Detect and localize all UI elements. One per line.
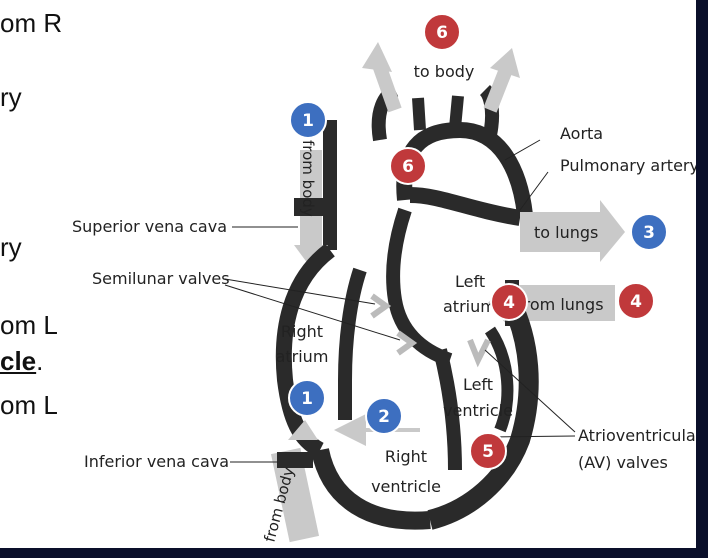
septum xyxy=(338,267,367,420)
semilunar-valve-2 xyxy=(396,330,418,356)
label-left-ventricle-1: Left xyxy=(463,375,493,394)
svg-text:6: 6 xyxy=(402,157,414,177)
leader-semilunar-1 xyxy=(224,278,376,305)
label-left-atrium-1: Left xyxy=(455,272,485,291)
label-av-valves-1: Atrioventricular xyxy=(578,426,696,445)
slide-text-line-1: om R xyxy=(0,8,63,38)
svg-text:4: 4 xyxy=(630,292,642,312)
slide-text-line-5: cle. xyxy=(0,346,43,377)
svc-clamp xyxy=(294,198,328,216)
dark-frame-right xyxy=(696,0,708,558)
aorta-branch-mid-right xyxy=(449,95,464,129)
svg-text:1: 1 xyxy=(302,111,314,131)
label-semilunar-valves: Semilunar valves xyxy=(92,269,230,288)
arrow-head-left xyxy=(362,42,392,72)
aorta-branch-mid-left xyxy=(412,97,426,131)
badge-6-mid: 6 xyxy=(389,147,427,185)
leader-aorta xyxy=(504,139,541,161)
label-superior-vena-cava: Superior vena cava xyxy=(72,217,227,236)
label-left-atrium-2: atrium xyxy=(443,297,496,316)
av-valve xyxy=(467,338,491,368)
label-left-ventricle-2: ventricle xyxy=(443,401,513,420)
slide-text-period: . xyxy=(36,346,44,376)
left-atrium-wall xyxy=(386,207,453,367)
badge-1-bottom: 1 xyxy=(288,379,326,417)
badge-1-top: 1 xyxy=(289,101,327,139)
semilunar-valve-1 xyxy=(370,293,392,319)
slide-text-line-2: ry xyxy=(0,82,22,112)
badge-4-outer: 4 xyxy=(617,282,655,320)
ventricle-septum xyxy=(433,348,462,471)
dark-frame-bottom xyxy=(0,548,708,558)
pulmonary-artery xyxy=(409,187,522,226)
slide: om R ry ry om L cle. om L xyxy=(0,0,696,548)
label-inferior-vena-cava: Inferior vena cava xyxy=(84,452,229,471)
to-lungs-arrow-head xyxy=(600,200,625,262)
label-to-lungs: to lungs xyxy=(534,223,598,242)
svg-text:1: 1 xyxy=(301,389,313,409)
label-aorta: Aorta xyxy=(560,124,603,143)
arrow-head-right xyxy=(490,48,520,78)
slide-text-line-4: om L xyxy=(0,310,58,340)
left-ventricle-outer xyxy=(427,295,539,530)
badge-6-top: 6 xyxy=(423,13,461,51)
badge-4-inner: 4 xyxy=(490,283,528,321)
svg-text:3: 3 xyxy=(643,223,655,243)
ivc-arrow-body xyxy=(270,447,320,543)
leader-av-1 xyxy=(484,349,576,433)
svg-text:4: 4 xyxy=(503,293,515,313)
slide-text-underlined-word: cle xyxy=(0,346,37,376)
label-pulmonary-artery: Pulmonary artery xyxy=(560,156,696,175)
left-ventricle-inner xyxy=(484,326,514,433)
ivc-arrow-head xyxy=(288,420,318,440)
label-av-valves-2: (AV) valves xyxy=(578,453,668,472)
badge-3: 3 xyxy=(630,213,668,251)
svg-text:2: 2 xyxy=(378,407,390,427)
label-from-body-top: from body xyxy=(299,140,317,217)
badge-2: 2 xyxy=(365,397,403,435)
slide-text-line-3: ry xyxy=(0,232,22,262)
slide-text-line-6: om L xyxy=(0,390,58,420)
label-from-lungs: from lungs xyxy=(518,295,604,314)
arrow-to-body-right xyxy=(483,69,512,113)
label-right-atrium-1: Right xyxy=(281,322,323,341)
leader-pulmonary xyxy=(519,171,549,211)
svg-text:5: 5 xyxy=(482,442,494,462)
svg-text:6: 6 xyxy=(436,23,448,43)
label-right-ventricle-2: ventricle xyxy=(371,477,441,496)
badge-5: 5 xyxy=(469,432,507,470)
label-right-atrium-2: atrium xyxy=(276,347,329,366)
label-to-body: to body xyxy=(414,62,475,81)
heart-diagram: to body from body Aorta Pulmonary artery… xyxy=(72,13,696,544)
ivc-clamp xyxy=(277,452,313,468)
to-lungs-arrow-body xyxy=(520,212,605,252)
label-right-ventricle-1: Right xyxy=(385,447,427,466)
leader-av-2 xyxy=(489,435,576,438)
right-ventricle-wall xyxy=(311,447,431,530)
leader-semilunar-2 xyxy=(224,284,401,341)
